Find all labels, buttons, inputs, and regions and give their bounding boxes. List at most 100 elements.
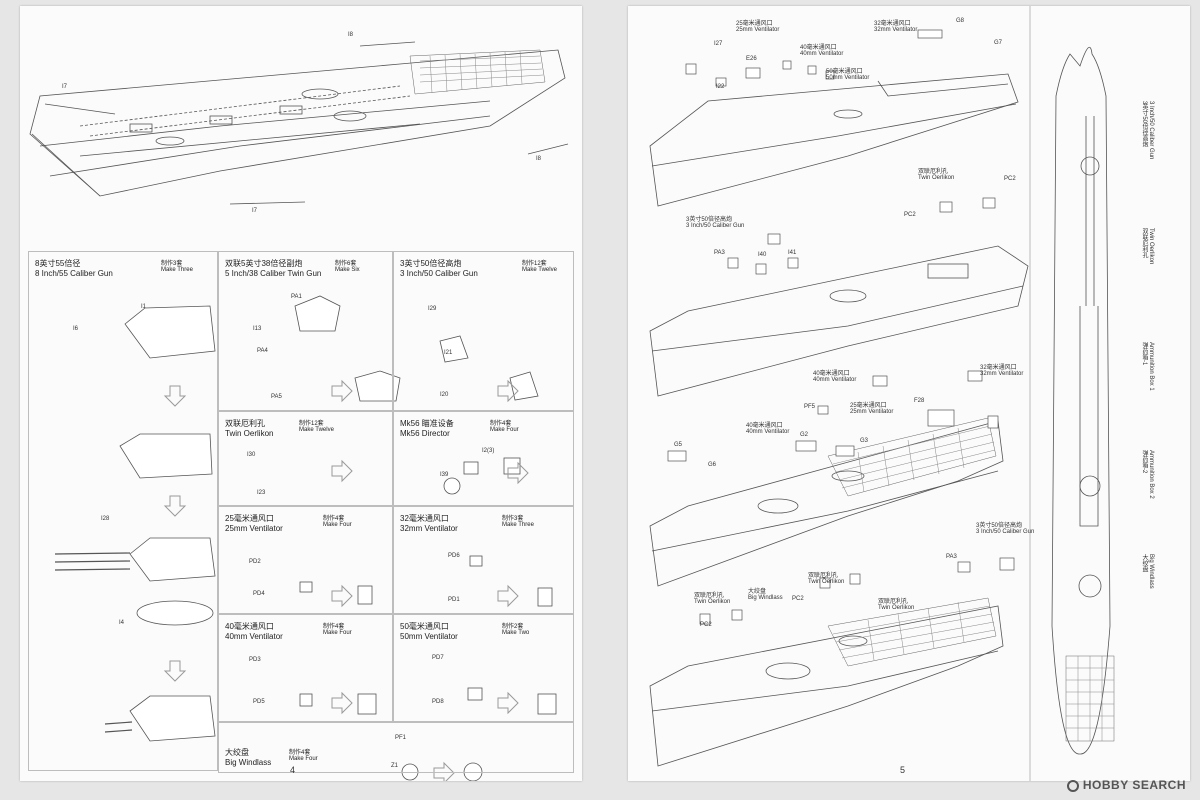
step-8inch-gun: 8英寸55倍径 8 Inch/55 Caliber Gun 制作3套 Make … (28, 251, 218, 771)
make-count-zh: 制作4套 (289, 750, 311, 756)
step-32mm-ventilator: 32毫米通风口 32mm Ventilator 制作3套 Make Three … (393, 506, 574, 614)
part-label: PA3 (714, 250, 725, 256)
callout-50mm-zh: 50毫米通风口 (826, 69, 863, 75)
legend-ammo1-en: Ammunition Box 1 (1148, 342, 1154, 391)
make-count-zh: 制作3套 (502, 516, 524, 522)
part-label: E26 (746, 56, 757, 62)
callout-3inch-en: 3 Inch/50 Caliber Gun (686, 223, 745, 229)
callout-oerlikon-zh-3: 双联厄利孔 (878, 599, 909, 605)
step-title-en: 50mm Ventilator (400, 632, 458, 641)
step-title-en: 32mm Ventilator (400, 524, 458, 533)
part-label: PC2 (700, 622, 712, 628)
part-label: I7 (62, 84, 68, 90)
part-label: PD8 (432, 699, 444, 705)
part-label: PD6 (448, 553, 460, 559)
step-title-en: Mk56 Director (400, 429, 450, 438)
callout-oerlikon-zh-2: 双联厄利孔 (808, 573, 839, 579)
step-title-zh: 双联5英寸38倍径副炮 (225, 259, 303, 268)
callout-40mm-zh-2: 40毫米通风口 (813, 371, 850, 377)
step-title-en: 3 Inch/50 Caliber Gun (400, 269, 478, 278)
callout-40mm-en-3: 40mm Ventilator (746, 429, 790, 435)
legend-ammo2-zh: 弹药箱-2 (1141, 450, 1147, 474)
make-count-zh: 制作12套 (299, 421, 324, 427)
step-50mm-ventilator: 50毫米通风口 50mm Ventilator 制作2套 Make Two PD… (393, 614, 574, 722)
part-label: PA4 (257, 348, 268, 354)
part-label: I8 (536, 156, 542, 162)
part-label: PD7 (432, 655, 444, 661)
make-count-zh: 制作2套 (502, 624, 524, 630)
step-title-zh: Mk56 瞄准设备 (400, 419, 454, 428)
part-label: G7 (994, 40, 1003, 46)
step-title-zh: 40毫米通风口 (225, 622, 274, 631)
legend-ammo1-zh: 弹药箱-1 (1141, 342, 1147, 366)
step-title-zh: 3英寸50倍径高炮 (400, 259, 462, 268)
make-count-en: Make Twelve (299, 427, 334, 433)
step-mk56-director: Mk56 瞄准设备 Mk56 Director 制作4套 Make Four I… (393, 411, 574, 506)
callout-25mm-zh: 25毫米通风口 (736, 21, 773, 27)
callout-32mm-zh: 32毫米通风口 (874, 21, 911, 27)
part-label: I40 (758, 252, 767, 258)
part-label: I2(3) (482, 448, 495, 454)
callout-25mm-en: 25mm Ventilator (736, 27, 780, 33)
part-label: PC2 (1004, 176, 1016, 182)
step-title-zh: 25毫米通风口 (225, 514, 274, 523)
step-title-en: 8 Inch/55 Caliber Gun (35, 269, 113, 278)
part-label: G8 (956, 18, 965, 24)
part-label: PD3 (249, 657, 261, 663)
hull-assembly-drawing (29, 41, 569, 781)
part-label: I8 (348, 32, 354, 38)
part-label: PD5 (253, 699, 265, 705)
step-title-en: Twin Oerlikon (225, 429, 274, 438)
step-title-zh: 32毫米通风口 (400, 514, 449, 523)
part-label: PD1 (448, 597, 460, 603)
part-label: I30 (247, 452, 256, 458)
part-label: PF5 (804, 404, 816, 410)
callout-windlass-en: Big Windlass (748, 595, 783, 601)
callout-32mm-en: 32mm Ventilator (874, 27, 918, 33)
part-label: I41 (788, 250, 797, 256)
callout-oerlikon-en-4: Twin Oerlikon (694, 599, 731, 605)
legend-ammo2-en: Ammunition Box 2 (1148, 450, 1154, 499)
part-label: I1 (141, 304, 147, 310)
step-title-zh: 50毫米通风口 (400, 622, 449, 631)
legend-oerlikon-en: Twin Oerlikon (1148, 228, 1154, 265)
make-count-en: Make Three (161, 267, 193, 273)
callout-40mm-en-2: 40mm Ventilator (813, 377, 857, 383)
part-label: PF1 (395, 735, 407, 741)
step-title-en: 25mm Ventilator (225, 524, 283, 533)
callout-windlass-zh: 大绞盘 (748, 589, 767, 595)
step-big-windlass: 大绞盘 Big Windlass 制作4套 Make Four PF1 Z1 (218, 722, 574, 773)
step-25mm-ventilator: 25毫米通风口 25mm Ventilator 制作4套 Make Four P… (218, 506, 393, 614)
make-count-en: Make Six (335, 267, 360, 273)
make-count-en: Make Three (502, 522, 534, 528)
part-label: I21 (444, 350, 453, 356)
part-label: PA5 (271, 394, 282, 400)
part-label: I7 (252, 208, 258, 214)
callout-40mm-en: 40mm Ventilator (800, 51, 844, 57)
callout-25mm-zh-2: 25毫米通风口 (850, 403, 887, 409)
callout-oerlikon-zh: 双联厄利孔 (918, 169, 949, 175)
legend-windlass-zh: 大绞盘 (1141, 554, 1147, 572)
part-label: PA1 (291, 294, 302, 300)
legend-oerlikon-zh: 双联厄利孔 (1141, 228, 1147, 258)
callout-25mm-en-2: 25mm Ventilator (850, 409, 894, 415)
step-40mm-ventilator: 40毫米通风口 40mm Ventilator 制作4套 Make Four P… (218, 614, 393, 722)
callout-40mm-zh: 40毫米通风口 (800, 45, 837, 51)
callout-3inch-zh: 3英寸50倍径高炮 (686, 217, 733, 223)
part-label: PD2 (249, 559, 261, 565)
make-count-en: Make Two (502, 630, 530, 636)
step-3inch-gun: 3英寸50倍径高炮 3 Inch/50 Caliber Gun 制作12套 Ma… (393, 251, 574, 411)
part-label: G5 (674, 442, 683, 448)
instruction-page-5: 25毫米通风口 25mm Ventilator 40毫米通风口 40mm Ven… (628, 6, 1190, 781)
part-label: PC2 (792, 596, 804, 602)
step-title-en: 5 Inch/38 Caliber Twin Gun (225, 269, 322, 278)
make-count-zh: 制作12套 (522, 261, 547, 267)
make-count-zh: 制作4套 (323, 516, 345, 522)
hobby-search-watermark: HOBBY SEARCH (1066, 778, 1186, 792)
part-label: G3 (860, 438, 869, 444)
part-label: I29 (428, 306, 437, 312)
part-label: I39 (440, 472, 449, 478)
part-label: PD4 (253, 591, 265, 597)
part-label: PA3 (946, 554, 957, 560)
step-title-zh: 双联厄利孔 (225, 419, 265, 428)
